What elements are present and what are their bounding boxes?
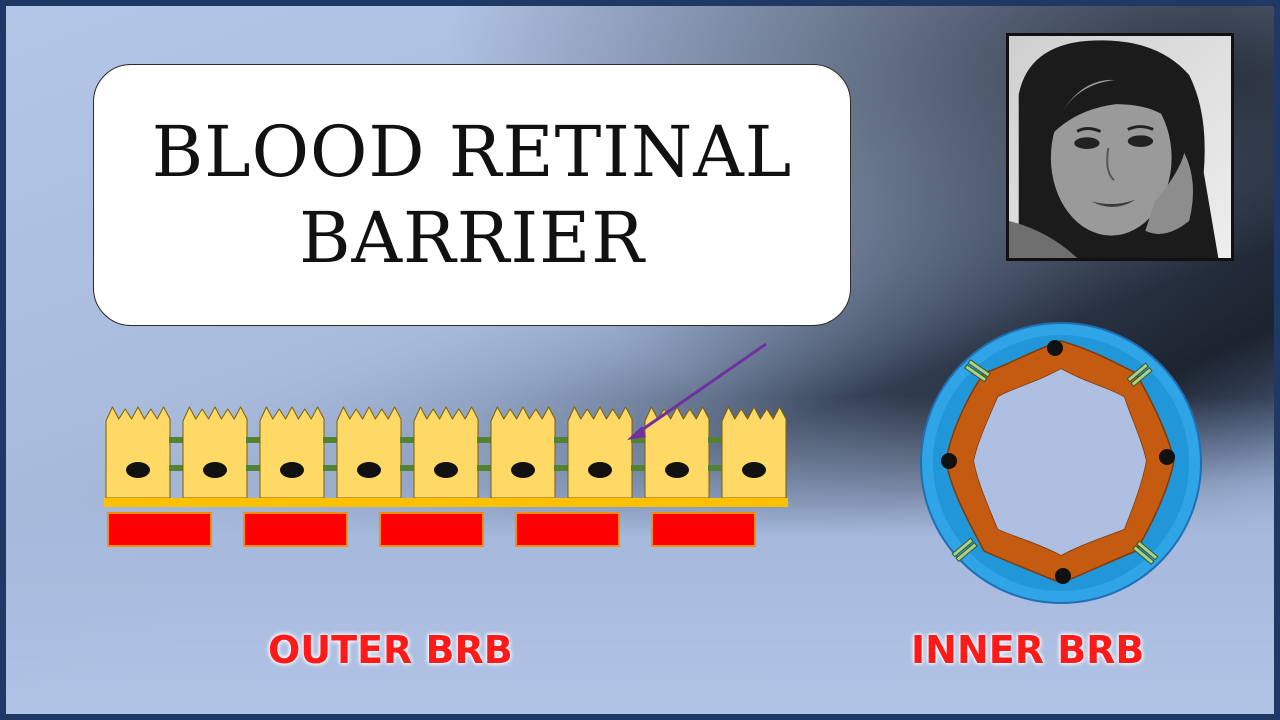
- nucleus-left: [941, 453, 957, 469]
- tight-junction-arrow: [635, 342, 767, 436]
- rpe-cell: [182, 406, 248, 499]
- tight-junction: [400, 465, 415, 471]
- tight-junction: [631, 437, 646, 443]
- junction-top-right: [1126, 362, 1153, 388]
- tight-junction: [400, 437, 415, 443]
- rpe-nucleus: [126, 462, 150, 478]
- rpe-cell: [105, 406, 171, 499]
- nucleus-right: [1159, 449, 1175, 465]
- rpe-cell: [721, 406, 787, 499]
- tight-junction: [169, 437, 184, 443]
- inner-brb-label: INNER BRB: [911, 628, 1145, 672]
- portrait-photo: [1006, 33, 1234, 261]
- choriocapillaris-block: [651, 512, 756, 547]
- rpe-nucleus: [742, 462, 766, 478]
- tight-junction: [246, 437, 261, 443]
- rpe-nucleus: [665, 462, 689, 478]
- junction-top-left: [964, 359, 991, 383]
- rpe-nucleus: [357, 462, 381, 478]
- title-line-2: BARRIER: [299, 197, 645, 279]
- rpe-nucleus: [203, 462, 227, 478]
- rpe-nucleus: [434, 462, 458, 478]
- rpe-nucleus: [588, 462, 612, 478]
- choriocapillaris-block: [379, 512, 484, 547]
- lumen-fill: [974, 369, 1146, 555]
- tight-junction: [708, 465, 723, 471]
- title-box: BLOOD RETINAL BARRIER: [93, 64, 851, 326]
- tight-junction: [554, 437, 569, 443]
- rpe-nucleus: [280, 462, 304, 478]
- nucleus-bottom: [1055, 568, 1071, 584]
- rpe-cell: [644, 406, 710, 499]
- rpe-nucleus: [511, 462, 535, 478]
- title-line-1: BLOOD RETINAL: [151, 111, 793, 193]
- nucleus-top: [1047, 340, 1063, 356]
- tight-junction: [477, 437, 492, 443]
- rpe-cell-row: [105, 406, 787, 499]
- tight-junction: [477, 465, 492, 471]
- choriocapillaris-block: [107, 512, 212, 547]
- choriocapillaris-block: [243, 512, 348, 547]
- choriocapillaris-block: [515, 512, 620, 547]
- rpe-cell: [336, 406, 402, 499]
- tight-junction: [323, 465, 338, 471]
- junction-bottom-left: [951, 537, 978, 563]
- tight-junction: [554, 465, 569, 471]
- arrow-head: [627, 426, 646, 440]
- rpe-cell: [259, 406, 325, 499]
- tight-junction: [169, 465, 184, 471]
- outer-brb-label: OUTER BRB: [268, 628, 513, 672]
- rpe-cell: [413, 406, 479, 499]
- rpe-cell: [567, 406, 633, 499]
- rpe-cell: [490, 406, 556, 499]
- tight-junction: [246, 465, 261, 471]
- choriocapillaris-row: [107, 512, 756, 547]
- tight-junction: [631, 465, 646, 471]
- tight-junction: [323, 437, 338, 443]
- inner-brb-diagram: [920, 322, 1202, 604]
- bruch-membrane: [104, 498, 788, 507]
- junction-bottom-right: [1132, 540, 1159, 566]
- tight-junction: [708, 437, 723, 443]
- outer-brb-diagram: [104, 342, 788, 547]
